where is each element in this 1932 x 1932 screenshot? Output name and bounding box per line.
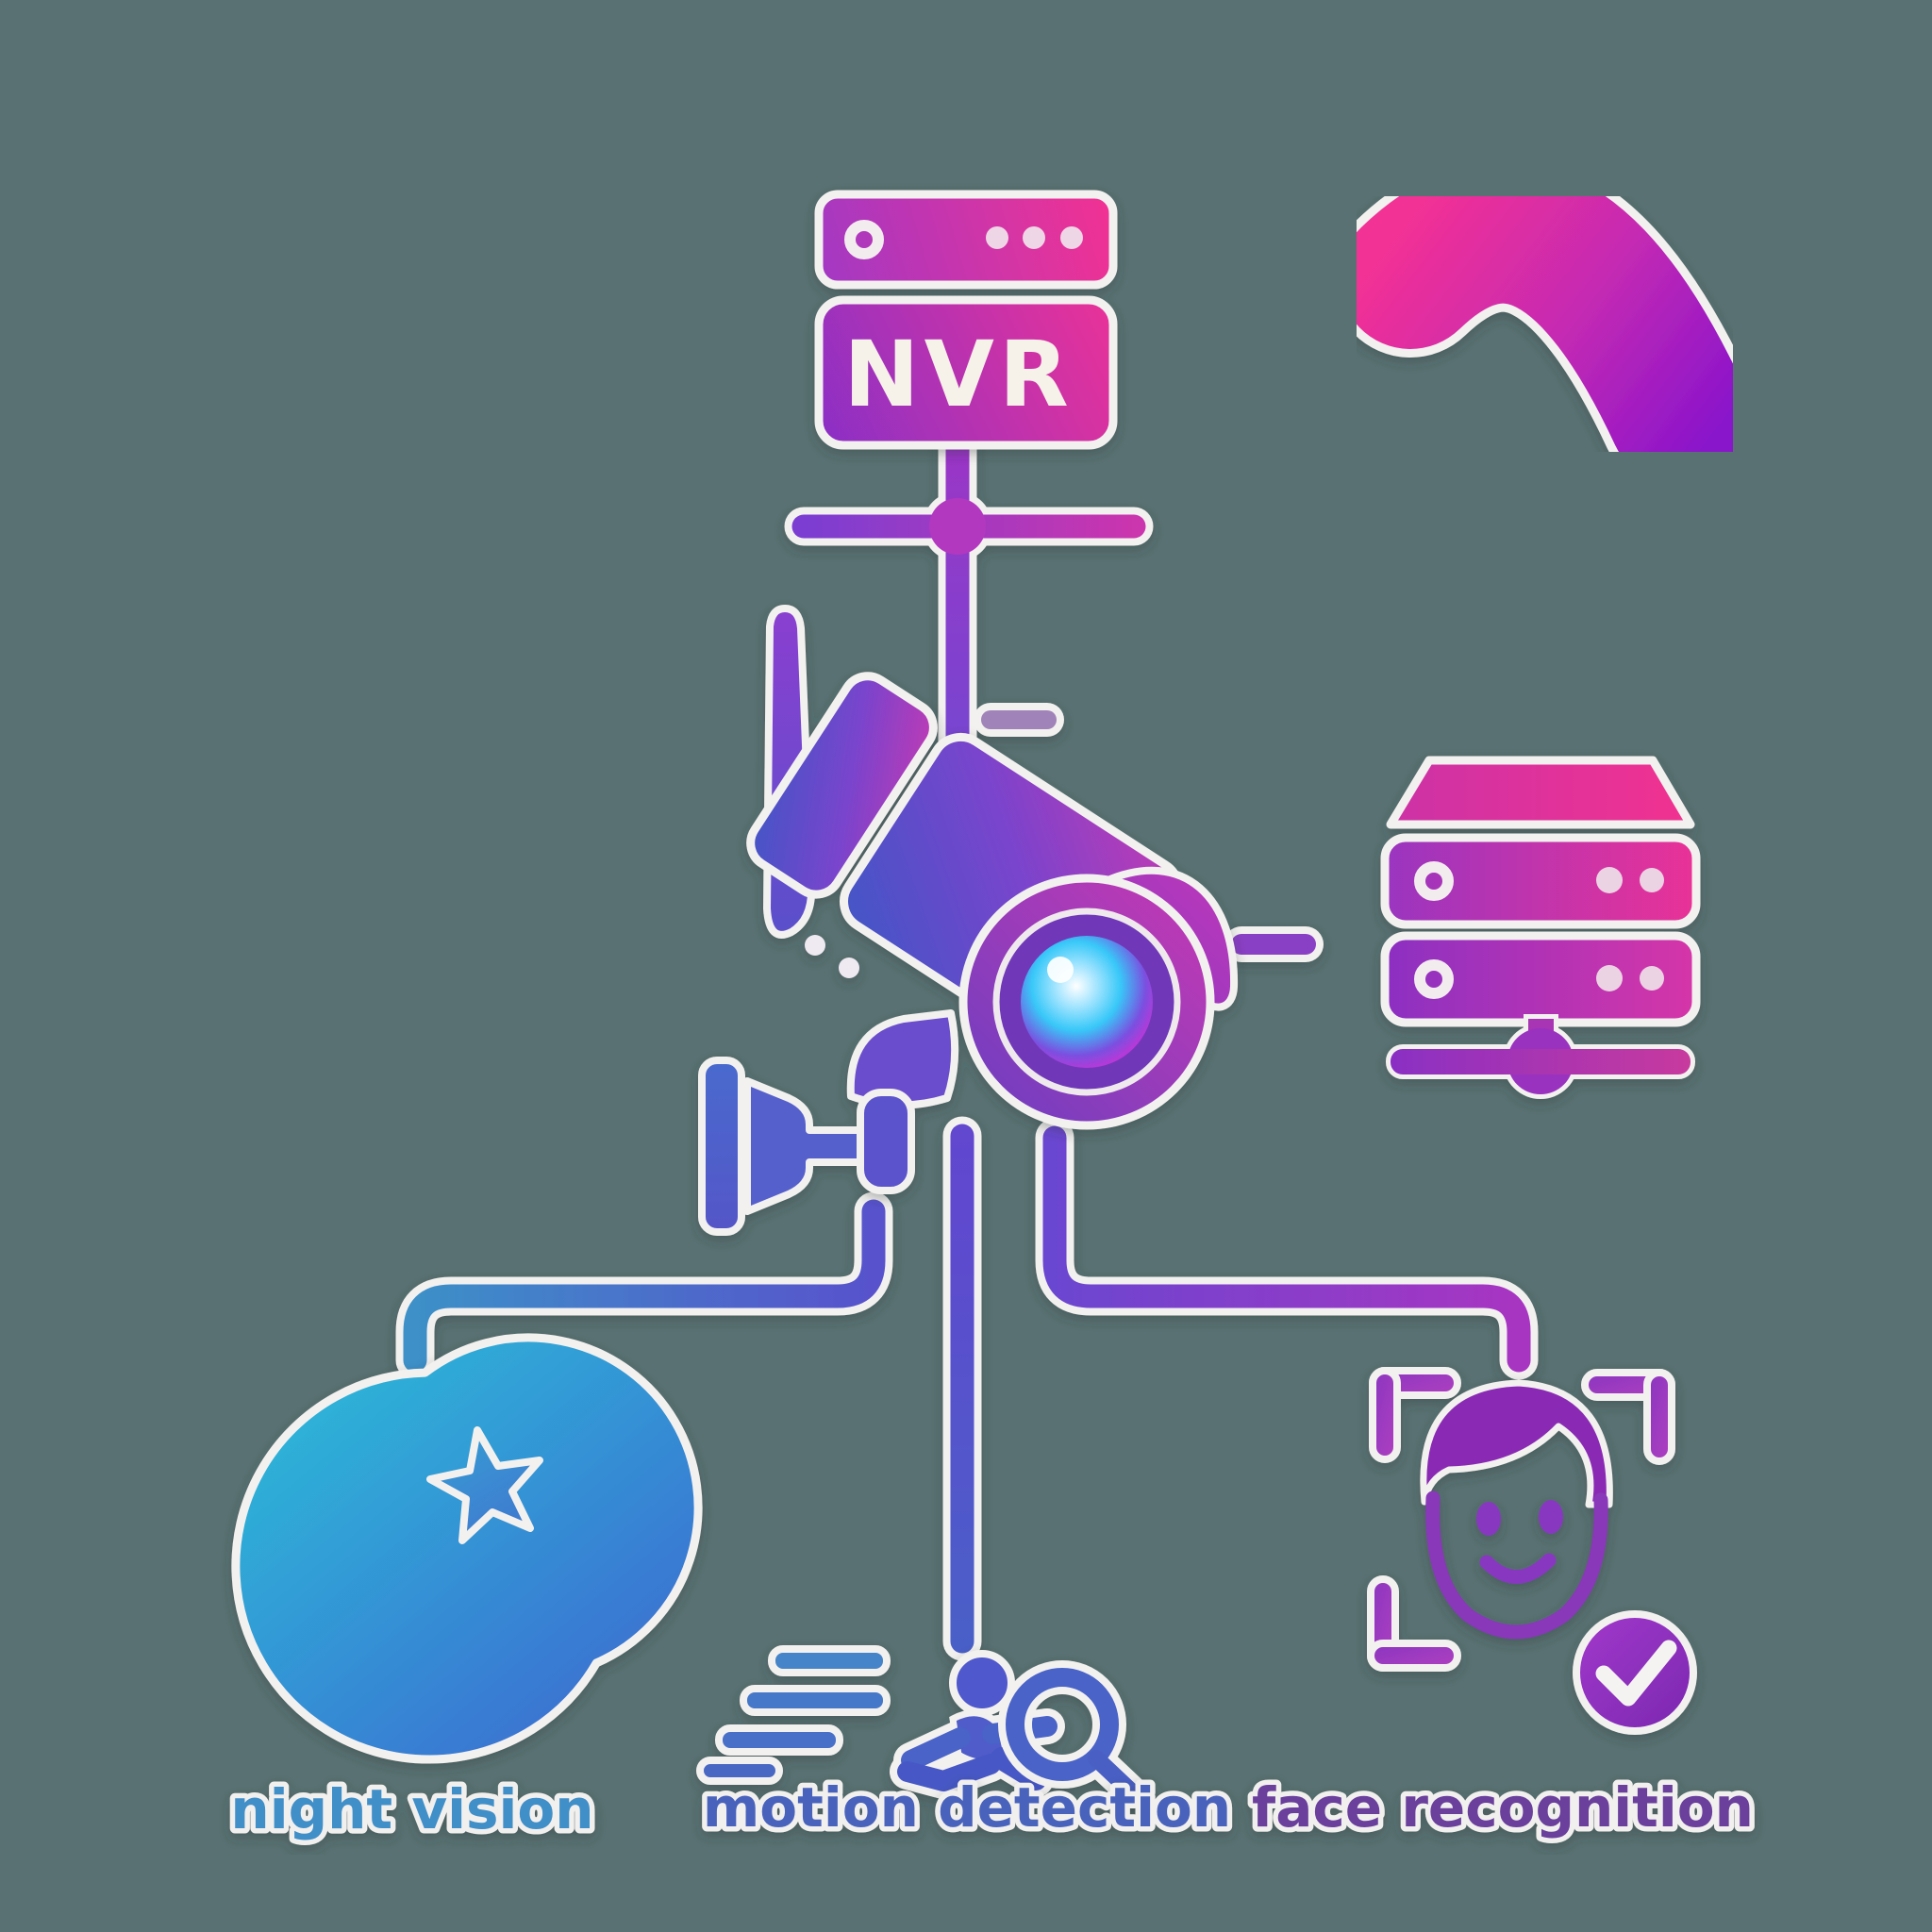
- junction-node: [929, 498, 986, 555]
- crescent-moon-icon: [231, 1333, 703, 1764]
- server-dot-icon: [1640, 966, 1664, 991]
- check-circle-icon: [1573, 1610, 1697, 1735]
- scan-corner: [1643, 1369, 1675, 1465]
- night-vision-icon: [231, 1333, 703, 1764]
- server-ring-light-icon: [1414, 959, 1454, 999]
- camera-led-dot-icon: [839, 958, 859, 978]
- face-hair: [1420, 1379, 1613, 1508]
- check-mark-icon: [1595, 1640, 1677, 1707]
- face-recognition-label: face recognition: [1252, 1775, 1754, 1840]
- mount-plate: [698, 1057, 745, 1236]
- scan-corner: [1369, 1367, 1401, 1463]
- cctv-camera-icon: [698, 604, 1239, 1236]
- night-vision-label: night vision: [230, 1777, 593, 1841]
- magnifier-icon: [998, 1660, 1146, 1807]
- star-icon: [426, 1426, 543, 1544]
- speed-lines-icon: [696, 1645, 891, 1785]
- connector-lines: [395, 425, 1539, 1661]
- server-network-hbar: [1391, 1049, 1690, 1074]
- nvr-status-dot-icon: [1060, 226, 1083, 249]
- speed-line: [740, 1685, 891, 1716]
- server-dot-icon: [1596, 867, 1623, 893]
- server-dot-icon: [1596, 965, 1623, 991]
- scan-corner: [1367, 1640, 1461, 1672]
- runner-leg: [897, 1754, 1001, 1791]
- nvr-box: NVR: [814, 190, 1118, 450]
- nvr-status-dot-icon: [1023, 226, 1045, 249]
- server-ring-light-icon: [1414, 861, 1454, 901]
- mount-foot: [846, 1009, 959, 1109]
- motion-detection-icon: [696, 1645, 1146, 1807]
- swoosh-arc: [1340, 161, 1750, 486]
- nvr-status-dot-icon: [986, 226, 1008, 249]
- motion-detection-label: motion detection: [703, 1775, 1231, 1840]
- camera-mount-bracket: [698, 1009, 959, 1236]
- face-outline: [1425, 1491, 1608, 1640]
- speed-line: [715, 1724, 843, 1756]
- magnifier-handle: [1088, 1750, 1139, 1799]
- speed-line: [768, 1645, 891, 1676]
- face-recognition-icon: [1367, 1367, 1697, 1735]
- camera-lens-glass: [1021, 936, 1153, 1068]
- server-network-bar: [1391, 1019, 1690, 1094]
- magnifier-ring: [1006, 1668, 1119, 1781]
- face-eye: [1476, 1502, 1501, 1536]
- camera-back-cap: [746, 672, 938, 899]
- camera-led-dot-icon: [805, 935, 825, 956]
- speed-line: [696, 1757, 783, 1785]
- face-smile: [1479, 1553, 1557, 1584]
- server-lid: [1386, 756, 1695, 829]
- mount-flange: [857, 1089, 915, 1194]
- scan-frame-corners: [1367, 1367, 1675, 1672]
- right-branch-line-outline: [1035, 1118, 1539, 1380]
- nvr-ring-light-icon: [844, 220, 884, 259]
- server-dot-icon: [1640, 868, 1664, 892]
- face-eye: [1539, 1500, 1563, 1534]
- runner-arm: [901, 1727, 971, 1771]
- camera-lens-highlight: [1047, 957, 1074, 983]
- left-branch-line: [403, 1199, 886, 1373]
- mount-arm: [743, 1077, 868, 1215]
- signal-swoosh-icon: [1331, 153, 1758, 494]
- right-branch-line: [1042, 1125, 1531, 1373]
- server-rack-unit: [1380, 833, 1701, 929]
- feature-labels: night vision motion detection face recog…: [225, 1771, 1759, 1847]
- storage-server-icon: [1380, 756, 1701, 1099]
- nvr-top-bar: [814, 190, 1118, 290]
- nvr-body: [814, 295, 1118, 450]
- nvr-label: NVR: [843, 322, 1074, 427]
